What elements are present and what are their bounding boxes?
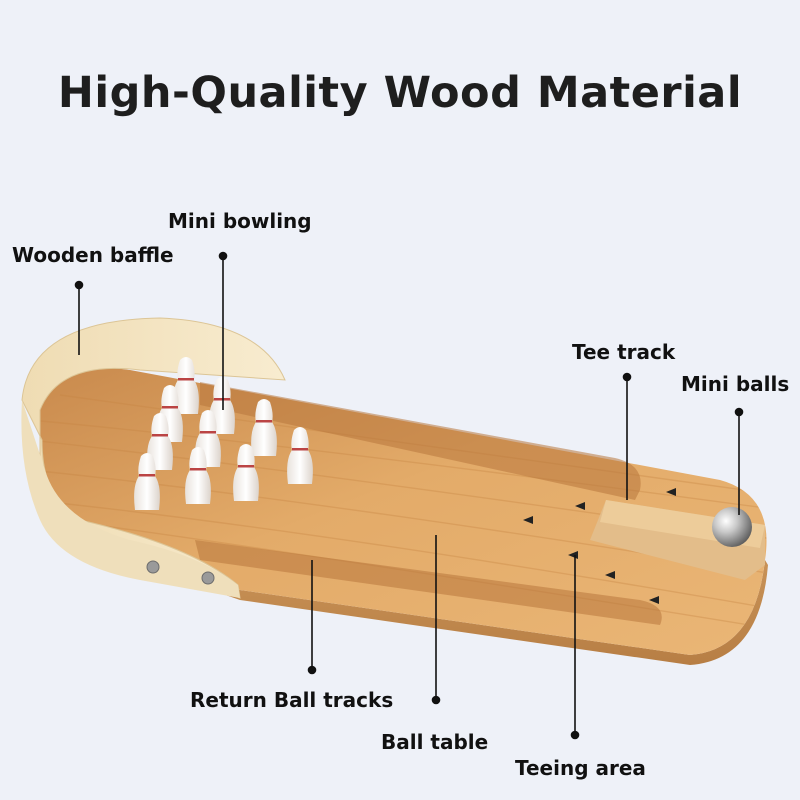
mini-ball: [712, 507, 752, 547]
baffle-front: [21, 400, 241, 598]
label-tee-track: Tee track: [572, 340, 676, 364]
page-title: High-Quality Wood Material: [57, 68, 743, 118]
screw: [201, 571, 215, 585]
mini-bowling-pins: [134, 357, 313, 510]
label-ball-table: Ball table: [381, 730, 489, 754]
screw: [146, 560, 160, 574]
return-track-top: [200, 382, 641, 500]
leader-lines: [74, 251, 744, 740]
label-mini-bowling: Mini bowling: [168, 209, 312, 233]
label-mini-balls: Mini balls: [681, 372, 790, 396]
label-teeing-area: Teeing area: [515, 756, 646, 780]
label-wooden-baffle: Wooden baffle: [12, 243, 174, 267]
label-return-ball-tracks: Return Ball tracks: [190, 688, 394, 712]
